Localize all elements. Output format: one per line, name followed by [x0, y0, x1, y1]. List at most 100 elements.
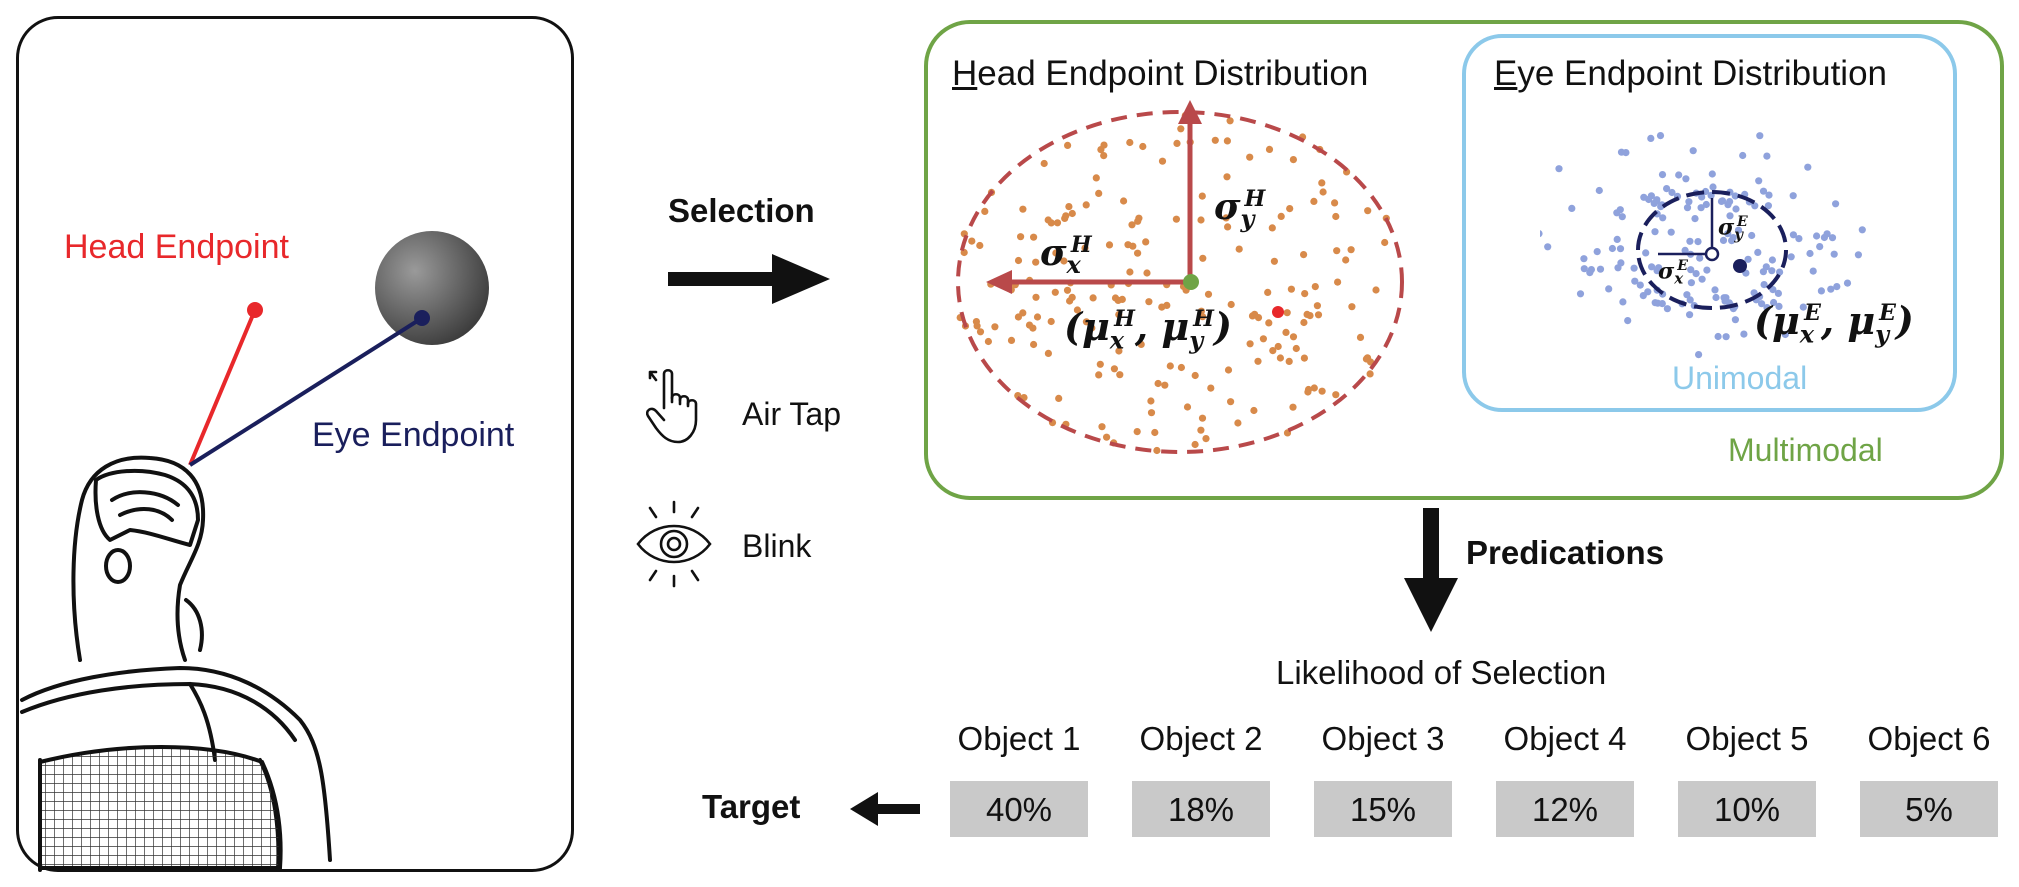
head-sample-point: [1251, 310, 1259, 318]
head-sample-point: [1134, 249, 1142, 257]
head-sample-point: [1235, 245, 1243, 253]
eye-sample-point: [1744, 255, 1752, 263]
object-probability-box: 10%: [1678, 781, 1816, 837]
head-title-initial: H: [952, 54, 978, 93]
head-sample-point: [1133, 428, 1141, 436]
eye-sample-point: [1616, 206, 1624, 214]
object-probability-box: 40%: [950, 781, 1088, 837]
eye-sample-point: [1799, 303, 1807, 311]
head-sample-point: [1030, 233, 1038, 241]
eye-sample-point: [1675, 171, 1683, 179]
head-sample-point: [1334, 278, 1342, 286]
eye-title-rest: ye Endpoint Distribution: [1517, 54, 1888, 93]
head-sample-point: [1223, 173, 1231, 181]
eye-sample-point: [1768, 267, 1776, 275]
head-sample-point: [1096, 360, 1104, 368]
head-sample-point: [1274, 342, 1282, 351]
head-sample-point: [1289, 403, 1297, 411]
head-sample-point: [1223, 137, 1231, 145]
head-sample-point: [1110, 365, 1118, 373]
head-sample-point: [1137, 340, 1145, 348]
head-sample-point: [1364, 207, 1372, 215]
eye-sample-point: [1755, 177, 1763, 185]
blink-icon: [636, 500, 712, 588]
head-sample-point: [1097, 146, 1105, 154]
eye-sample-point: [1651, 299, 1659, 307]
multimodal-label: Multimodal: [1728, 432, 1883, 468]
head-sample-point: [1051, 288, 1059, 296]
head-sample-point: [1381, 238, 1389, 247]
head-sample-point: [1303, 310, 1311, 318]
eye-sample-point: [1719, 236, 1728, 244]
head-sample-point: [1202, 435, 1210, 443]
eye-distribution-title: Eye Endpoint Distribution: [1494, 54, 1887, 94]
head-sample-point: [1061, 214, 1069, 222]
head-sample-point: [1064, 141, 1072, 149]
eye-sample-point: [1580, 255, 1588, 263]
head-sample-point: [1246, 153, 1254, 161]
eye-sample-point: [1768, 256, 1776, 264]
air-tap-label: Air Tap: [742, 396, 842, 432]
head-sample-point: [1153, 446, 1161, 455]
eye-sample-point: [1740, 330, 1748, 338]
head-sample-point: [1285, 357, 1293, 365]
unimodal-label: Unimodal: [1672, 360, 1808, 396]
predictions-arrow: [1404, 508, 1458, 632]
head-sample-point: [1197, 307, 1205, 315]
head-sample-point: [968, 237, 976, 245]
eye-sample-point: [1827, 285, 1835, 293]
head-sigma-x-label: σxH: [1040, 232, 1092, 280]
head-sample-point: [1103, 433, 1111, 441]
eye-sample-point: [1658, 300, 1666, 308]
eye-sample-point: [1709, 183, 1717, 191]
eye-sample-point: [1724, 230, 1732, 238]
head-sample-point: [1055, 394, 1063, 402]
eye-sample-point: [1614, 264, 1622, 272]
eye-sample-point: [1820, 233, 1828, 242]
head-ray: [188, 309, 257, 466]
head-sample-point: [1033, 313, 1042, 321]
eye-sample-point: [1692, 270, 1700, 278]
eye-sample-point: [1726, 212, 1734, 220]
eye-sample-point: [1659, 214, 1667, 222]
head-endpoint-label: Head Endpoint: [64, 228, 289, 266]
head-sample-point: [1063, 286, 1072, 294]
eye-sample-point: [1816, 243, 1824, 251]
head-sample-point: [1197, 426, 1205, 434]
head-sample-point: [1158, 303, 1166, 311]
head-sample-point: [1199, 254, 1207, 262]
eye-sample-point: [1576, 290, 1585, 298]
eye-sample-point: [1630, 264, 1638, 272]
eye-sample-point: [1596, 265, 1605, 273]
eye-sample-point: [1789, 192, 1797, 200]
head-sample-point: [1304, 385, 1313, 394]
eye-sample-point: [1717, 197, 1726, 205]
eye-ray: [188, 316, 424, 467]
eye-sample-point: [1686, 296, 1694, 304]
head-sample-point: [1166, 362, 1174, 370]
unimodal-box: [1462, 34, 1957, 412]
head-sample-point: [1287, 285, 1295, 293]
head-sample-point: [1318, 387, 1326, 395]
head-sample-point: [1081, 244, 1089, 252]
head-sample-point: [1145, 298, 1153, 306]
eye-mean-dot: [1733, 259, 1747, 273]
eye-sample-point: [1731, 192, 1739, 200]
eye-sample-point: [1698, 193, 1706, 201]
head-sample-point: [1348, 303, 1356, 311]
head-sample-point: [1313, 302, 1321, 310]
head-sample-point: [991, 323, 999, 331]
eye-sample-point: [1642, 249, 1650, 257]
head-sample-point: [1342, 256, 1350, 264]
eye-sample-point: [1758, 300, 1766, 308]
object-probability-box: 12%: [1496, 781, 1634, 837]
object-label: Object 6: [1867, 720, 1991, 757]
head-sample-point: [1126, 138, 1134, 147]
head-sample-point: [1310, 384, 1318, 392]
head-sample-point: [1115, 311, 1123, 319]
eye-sample-point: [1711, 286, 1719, 294]
head-sample-point: [1044, 216, 1052, 224]
eye-sample-point: [1568, 204, 1576, 212]
object-label: Object 1: [957, 720, 1081, 757]
head-distribution-title: Head Endpoint Distribution: [952, 54, 1368, 94]
